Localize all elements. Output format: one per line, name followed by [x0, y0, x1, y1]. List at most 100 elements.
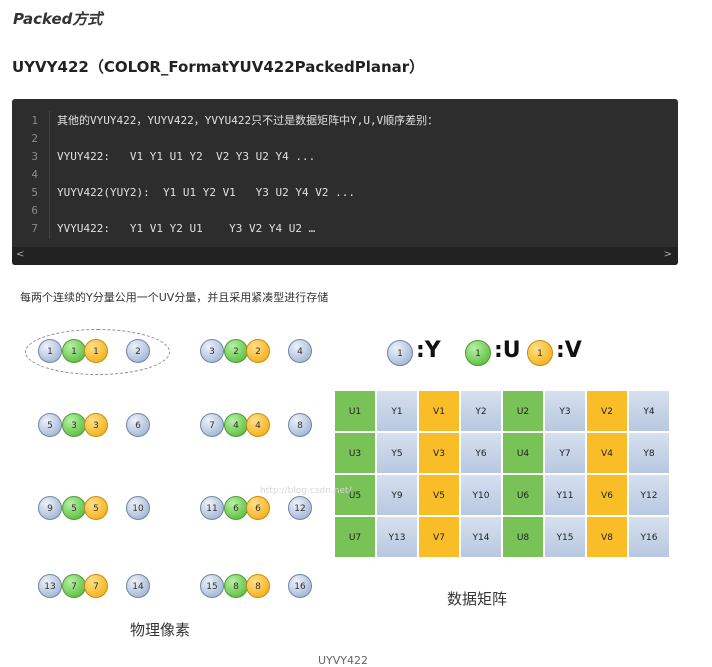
pixel-y-circle: 8 [288, 413, 312, 437]
matrix-cell: Y9 [376, 474, 418, 516]
pixel-y-circle: 16 [288, 574, 312, 598]
pixel-u-circle: 6 [224, 496, 248, 520]
pixel-y-circle: 1 [38, 339, 62, 363]
pixel-y-circle: 12 [288, 496, 312, 520]
pixel-u-circle: 7 [62, 574, 86, 598]
gutter-divider [49, 111, 50, 239]
matrix-cell: Y5 [376, 432, 418, 474]
line-number: 1 [31, 114, 38, 127]
pixel-u-circle: 2 [224, 339, 248, 363]
code-line: 6 [12, 201, 678, 221]
code-text: YUYV422(YUY2): Y1 U1 Y2 V1 Y3 U2 Y4 V2 .… [57, 186, 356, 199]
pixel-u-circle: 1 [62, 339, 86, 363]
matrix-cell: Y8 [628, 432, 670, 474]
matrix-cell: Y15 [544, 516, 586, 558]
legend-y-label: :Y [416, 338, 441, 363]
legend-u-circle: 1 [465, 340, 491, 366]
pixel-y-circle: 4 [288, 339, 312, 363]
line-number: 4 [31, 168, 38, 181]
matrix-cell: Y2 [460, 390, 502, 432]
line-number: 7 [31, 222, 38, 235]
pixel-v-circle: 1 [84, 339, 108, 363]
legend-y-circle: 1 [387, 340, 413, 366]
code-line: 4 [12, 165, 678, 185]
line-number: 5 [31, 186, 38, 199]
pixel-v-circle: 4 [246, 413, 270, 437]
pixel-y-circle: 15 [200, 574, 224, 598]
code-text: YVYU422: Y1 V1 Y2 U1 Y3 V2 Y4 U2 … [57, 222, 316, 235]
matrix-cell: Y3 [544, 390, 586, 432]
pixel-y-circle: 11 [200, 496, 224, 520]
pixel-u-circle: 3 [62, 413, 86, 437]
pixel-v-circle: 6 [246, 496, 270, 520]
matrix-cell: U2 [502, 390, 544, 432]
scroll-right-arrow-icon[interactable]: > [663, 249, 672, 260]
pixel-y-circle: 9 [38, 496, 62, 520]
matrix-cell: U6 [502, 474, 544, 516]
pixel-y-circle: 5 [38, 413, 62, 437]
matrix-cell: V4 [586, 432, 628, 474]
matrix-cell: U7 [334, 516, 376, 558]
code-text: 其他的VYUY422，YUYV422，YVYU422只不过是数据矩阵中Y,U,V… [57, 114, 439, 127]
line-number: 6 [31, 204, 38, 217]
matrix-cell: V7 [418, 516, 460, 558]
code-line: 1 其他的VYUY422，YUYV422，YVYU422只不过是数据矩阵中Y,U,… [12, 111, 678, 131]
pixel-u-circle: 4 [224, 413, 248, 437]
matrix-cell: V1 [418, 390, 460, 432]
code-text: VYUY422: V1 Y1 U1 Y2 V2 Y3 U2 Y4 ... [57, 150, 316, 163]
matrix-cell: U5 [334, 474, 376, 516]
pixel-y-circle: 10 [126, 496, 150, 520]
matrix-cell: Y11 [544, 474, 586, 516]
pixel-y-circle: 7 [200, 413, 224, 437]
legend-v-label: :V [556, 338, 582, 363]
scroll-left-arrow-icon[interactable]: < [16, 249, 25, 260]
group-highlight-ellipse [25, 329, 170, 375]
horizontal-scrollbar[interactable]: < > [12, 247, 678, 265]
code-block: 1 其他的VYUY422，YUYV422，YVYU422只不过是数据矩阵中Y,U,… [12, 99, 678, 265]
legend-u-label: :U [494, 338, 521, 363]
matrix-caption: 数据矩阵 [447, 590, 508, 608]
description-text: 每两个连续的Y分量公用一个UV分量，并且采用紧凑型进行存储 [20, 291, 329, 304]
code-line: 2 [12, 129, 678, 149]
pixel-y-circle: 6 [126, 413, 150, 437]
pixel-v-circle: 7 [84, 574, 108, 598]
matrix-cell: V2 [586, 390, 628, 432]
pixel-u-circle: 5 [62, 496, 86, 520]
pixel-v-circle: 3 [84, 413, 108, 437]
pixel-y-circle: 14 [126, 574, 150, 598]
figure-caption: UYVY422 [318, 654, 369, 667]
matrix-cell: U8 [502, 516, 544, 558]
matrix-cell: Y6 [460, 432, 502, 474]
pixel-v-circle: 5 [84, 496, 108, 520]
pixel-v-circle: 2 [246, 339, 270, 363]
pixel-y-circle: 3 [200, 339, 224, 363]
pixel-v-circle: 8 [246, 574, 270, 598]
pixel-y-circle: 13 [38, 574, 62, 598]
matrix-cell: U4 [502, 432, 544, 474]
matrix-cell: V5 [418, 474, 460, 516]
matrix-cell: V8 [586, 516, 628, 558]
line-number: 2 [31, 132, 38, 145]
pixel-y-circle: 2 [126, 339, 150, 363]
matrix-cell: V3 [418, 432, 460, 474]
code-line: 7 YVYU422: Y1 V1 Y2 U1 Y3 V2 Y4 U2 … [12, 219, 678, 239]
matrix-cell: Y4 [628, 390, 670, 432]
matrix-cell: V6 [586, 474, 628, 516]
matrix-cell: Y14 [460, 516, 502, 558]
subsection-heading: UYVY422（COLOR_FormatYUV422PackedPlanar） [12, 58, 425, 76]
matrix-cell: U3 [334, 432, 376, 474]
code-line: 5 YUYV422(YUY2): Y1 U1 Y2 V1 Y3 U2 Y4 V2 … [12, 183, 678, 203]
matrix-cell: Y10 [460, 474, 502, 516]
physical-caption: 物理像素 [130, 621, 191, 639]
section-heading: Packed方式 [13, 10, 103, 28]
matrix-cell: Y1 [376, 390, 418, 432]
line-number: 3 [31, 150, 38, 163]
matrix-cell: Y13 [376, 516, 418, 558]
matrix-cell: Y7 [544, 432, 586, 474]
matrix-cell: Y16 [628, 516, 670, 558]
code-line: 3 VYUY422: V1 Y1 U1 Y2 V2 Y3 U2 Y4 ... [12, 147, 678, 167]
pixel-u-circle: 8 [224, 574, 248, 598]
matrix-cell: Y12 [628, 474, 670, 516]
watermark: http://blog.csdn.net/ [260, 486, 352, 496]
matrix-cell: U1 [334, 390, 376, 432]
